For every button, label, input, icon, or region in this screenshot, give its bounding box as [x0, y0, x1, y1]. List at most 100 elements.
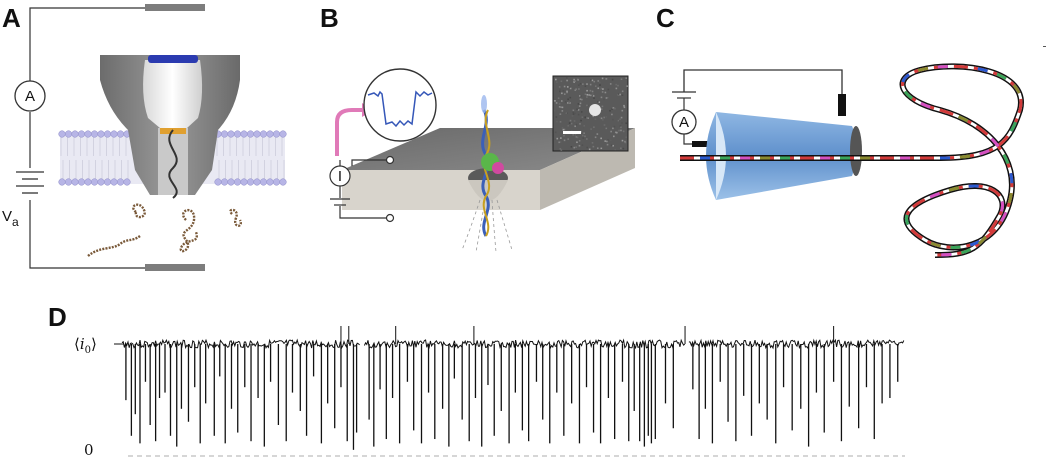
micrograph-noise [559, 141, 562, 143]
micrograph-noise [583, 114, 585, 116]
panel-d-label: D [48, 302, 67, 332]
micrograph-noise [566, 87, 568, 90]
lipid-head [279, 178, 287, 186]
lipid-head [64, 130, 73, 138]
micrograph-noise [560, 100, 563, 102]
protein-nanopore [100, 55, 240, 199]
micrograph-noise [577, 113, 580, 116]
micrograph-noise [556, 120, 558, 123]
micrograph-noise [583, 132, 585, 134]
micrograph-noise [568, 122, 571, 124]
micrograph-noise [607, 88, 610, 91]
micrograph-noise [569, 96, 572, 99]
micrograph-noise [563, 93, 566, 95]
micrograph-noise [624, 140, 626, 143]
micrograph-noise [591, 79, 594, 82]
panel-b-label: B [320, 3, 339, 33]
micrograph-noise [573, 146, 576, 149]
micrograph-noise [575, 146, 577, 148]
micrograph-noise [603, 116, 605, 119]
micrograph-noise [596, 133, 599, 135]
micrograph-noise [591, 94, 594, 97]
field-lines [461, 199, 513, 253]
lipid-head [220, 130, 229, 138]
lipid-head [58, 178, 66, 186]
micrograph-noise [608, 86, 610, 89]
micrograph-noise [576, 144, 579, 146]
micrograph-noise [591, 142, 594, 144]
lipid-head [227, 130, 235, 138]
electrode-bottom [145, 264, 205, 271]
battery-c-icon [672, 91, 696, 99]
micrograph-noise [620, 116, 623, 119]
lipid-head [259, 178, 268, 186]
micrograph-noise [593, 80, 596, 83]
micrograph-noise [625, 122, 628, 125]
lipid-head [84, 178, 92, 186]
signal-inset-trace [367, 90, 433, 128]
micrograph-noise [625, 77, 628, 79]
micrograph-noise [566, 86, 569, 88]
micrograph-noise [590, 128, 592, 130]
micrograph-noise [573, 78, 575, 81]
micrograph-noise [567, 102, 569, 104]
zero-label: 0 [84, 441, 94, 457]
micrograph-noise [589, 83, 592, 86]
micrograph-noise [554, 131, 557, 134]
micrograph-noise [586, 117, 588, 119]
micrograph-noise [621, 139, 624, 142]
micrograph-noise [555, 102, 558, 104]
lipid-head [253, 178, 261, 186]
lipid-head [116, 130, 125, 138]
micrograph-noise [609, 109, 611, 112]
ammeter-label: A [25, 88, 35, 105]
lipid-head [77, 130, 86, 138]
micrograph-noise [566, 91, 568, 94]
micrograph-noise [620, 129, 622, 132]
micrograph-noise [579, 100, 582, 103]
micrograph-noise [619, 118, 621, 121]
micrograph-noise [554, 138, 556, 141]
micrograph-noise [567, 98, 569, 101]
micrograph-noise [563, 139, 566, 142]
micrograph-noise [615, 87, 618, 90]
micrograph-noise [575, 134, 578, 137]
micrograph-noise [558, 102, 561, 105]
micrograph-noise [562, 90, 565, 92]
micrograph-noise [594, 118, 597, 121]
micrograph-noise [592, 115, 595, 118]
signal-inset [363, 68, 437, 142]
micrograph-noise [606, 123, 609, 125]
micrograph-noise [606, 143, 609, 146]
micrograph-noise [576, 141, 578, 144]
lipid-head [266, 130, 274, 138]
micrograph-noise [613, 125, 616, 128]
micrograph-noise [563, 134, 565, 137]
micrograph-noise [626, 85, 628, 87]
lipid-head [90, 130, 99, 138]
micrograph-noise [584, 85, 587, 87]
micrograph-noise [566, 90, 568, 93]
micrograph-noise [603, 124, 606, 126]
micrograph-noise [577, 79, 579, 81]
micrograph-noise [569, 102, 571, 104]
micrograph-noise [581, 116, 584, 119]
pink-arrow [335, 108, 362, 156]
micrograph-noise [610, 144, 613, 147]
micrograph-noise [611, 108, 613, 110]
micrograph-noise [600, 87, 602, 90]
ammeter-icon [14, 80, 46, 112]
micrograph-noise [601, 91, 604, 93]
micrograph-noise [567, 138, 569, 140]
micrograph-noise [571, 115, 574, 117]
micrograph-noise [620, 147, 622, 150]
micrograph-noise [559, 148, 562, 150]
micrograph-noise [578, 139, 581, 142]
micrograph-noise [563, 85, 566, 88]
micrograph-noise [614, 131, 617, 134]
micrograph-noise [583, 124, 586, 127]
micrograph-noise [561, 110, 564, 112]
circuit-wire-top [29, 7, 145, 82]
micrograph-noise [557, 97, 560, 100]
micrograph-noise [610, 130, 612, 133]
